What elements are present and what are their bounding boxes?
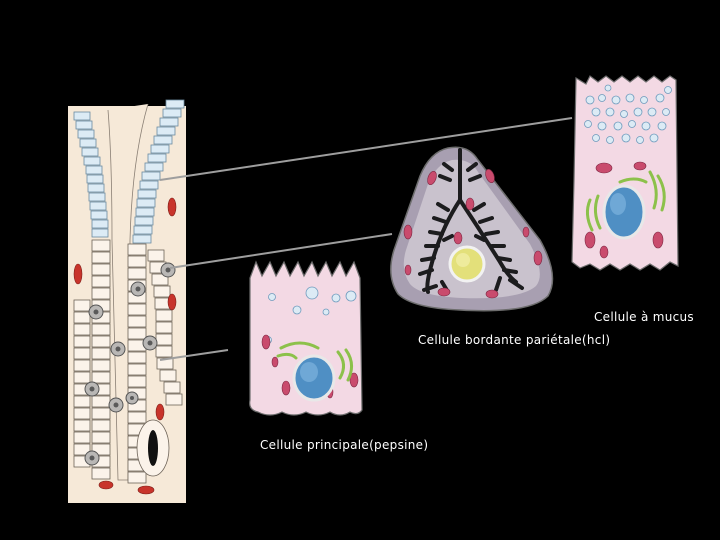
chief-cell-illustration: [249, 260, 363, 416]
parietal-cell-canaliculi: [418, 148, 524, 294]
leader-lines: [159, 117, 573, 361]
parietal-cell-illustration: [390, 146, 554, 312]
label-parietal-cell: Cellule bordante pariétale(hcl): [418, 333, 611, 347]
gland-cross-section-lumen: [148, 430, 158, 466]
leader-line-parietal: [169, 233, 393, 269]
mucous-cell-illustration: [571, 75, 679, 271]
surface-mucous-cells-right: [132, 99, 185, 244]
parietal-cell-mitochondria: [403, 168, 543, 299]
gastric-gland-tissue: [68, 99, 186, 503]
blood-cells: [73, 197, 177, 495]
mucous-cell-golgi: [585, 170, 666, 232]
mucous-cell-nucleolus: [610, 193, 626, 215]
chief-cell-golgi: [276, 341, 353, 382]
label-mucus-cell: Cellule à mucus: [594, 310, 694, 324]
mucous-cell-granules: [584, 84, 672, 144]
leader-line-mucus: [159, 117, 573, 181]
gland-parietal-nuclei: [89, 267, 171, 461]
gland-cells-outer-right: [147, 249, 183, 406]
chief-cell-nucleolus: [300, 362, 318, 382]
gland-cells-outer-left: [73, 299, 91, 468]
mucous-cell-mitochondria: [584, 161, 664, 259]
parietal-cell-nucleolus: [456, 253, 470, 267]
leader-line-chief: [159, 349, 229, 361]
mucous-cell-nucleus: [602, 184, 646, 240]
parietal-cell-cytoplasm: [403, 159, 540, 299]
gland-cells-left: [91, 239, 111, 480]
label-chief-cell: Cellule principale(pepsine): [260, 438, 429, 452]
surface-mucous-cells-left: [73, 111, 109, 238]
